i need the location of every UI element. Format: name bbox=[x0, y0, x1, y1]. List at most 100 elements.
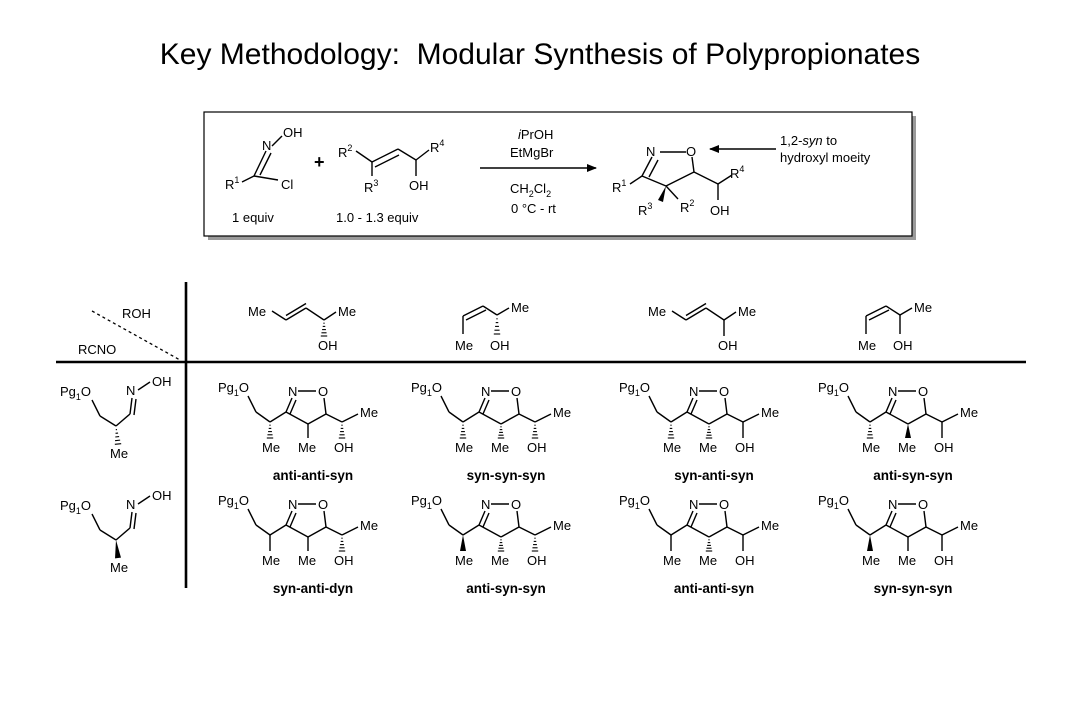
isoxazoline-product-structure: N O R1 R3 R2 R4 OH bbox=[612, 144, 744, 218]
product-me-1: Me bbox=[862, 440, 880, 455]
product-me-2: Me bbox=[298, 440, 316, 455]
product-me-2: Me bbox=[298, 553, 316, 568]
reagent-solvent: CH2Cl2 bbox=[510, 181, 551, 199]
label-r4: R4 bbox=[730, 164, 744, 181]
stereo-caption: syn-syn-syn bbox=[874, 581, 953, 596]
product-me-3: Me bbox=[360, 405, 378, 420]
wedge-bond bbox=[115, 540, 121, 559]
product-n: N bbox=[689, 497, 698, 512]
label-oh: OH bbox=[283, 125, 303, 140]
hashed-bond bbox=[497, 539, 505, 552]
product-pg-o: Pg1O bbox=[411, 380, 442, 398]
product-pg-o: Pg1O bbox=[619, 493, 650, 511]
product-me-1: Me bbox=[862, 553, 880, 568]
substrate-n: N bbox=[126, 497, 135, 512]
label-n: N bbox=[646, 144, 655, 159]
label-r4: R4 bbox=[430, 138, 444, 155]
product-oh: OH bbox=[735, 553, 755, 568]
hashed-bond bbox=[493, 318, 501, 335]
substrate-n: N bbox=[126, 383, 135, 398]
wedge-bond bbox=[460, 535, 466, 551]
substrate-me-right: Me bbox=[914, 300, 932, 315]
product-n: N bbox=[481, 497, 490, 512]
hashed-bond bbox=[531, 537, 539, 552]
hashed-bond bbox=[667, 424, 675, 439]
reagent-ipropanol: iPrOH bbox=[518, 127, 553, 142]
product-oh: OH bbox=[934, 553, 954, 568]
hashed-bond bbox=[459, 424, 467, 439]
product-ring-o: O bbox=[918, 497, 928, 512]
product-oh: OH bbox=[527, 553, 547, 568]
label-oh: OH bbox=[409, 178, 429, 193]
product-pg-o: Pg1O bbox=[619, 380, 650, 398]
hashed-bond bbox=[266, 424, 274, 439]
product-ring-o: O bbox=[719, 497, 729, 512]
product-me-1: Me bbox=[455, 440, 473, 455]
hashed-bond bbox=[531, 424, 539, 439]
substrate-oh: OH bbox=[718, 338, 738, 353]
product-n: N bbox=[689, 384, 698, 399]
product-me-3: Me bbox=[960, 405, 978, 420]
product-me-2: Me bbox=[491, 553, 509, 568]
wedge-bond bbox=[905, 424, 911, 438]
hashed-bond bbox=[705, 426, 713, 439]
equiv-range: 1.0 - 1.3 equiv bbox=[336, 210, 419, 225]
stereo-caption: anti-anti-syn bbox=[674, 581, 754, 596]
reagent-grignard: EtMgBr bbox=[510, 145, 554, 160]
product-me-1: Me bbox=[663, 553, 681, 568]
substrate-me-left: Me bbox=[455, 338, 473, 353]
substrate-oh: OH bbox=[152, 488, 172, 503]
substrate-me-right: Me bbox=[338, 304, 356, 319]
product-ring-o: O bbox=[511, 384, 521, 399]
stereo-caption: anti-syn-syn bbox=[466, 581, 546, 596]
substrate-oh: OH bbox=[318, 338, 338, 353]
product-ring-o: O bbox=[511, 497, 521, 512]
label-r2: R2 bbox=[680, 198, 694, 215]
product-oh: OH bbox=[527, 440, 547, 455]
product-me-1: Me bbox=[455, 553, 473, 568]
label-oh: OH bbox=[710, 203, 730, 218]
label-n: N bbox=[262, 138, 271, 153]
substrate-me-left: Me bbox=[858, 338, 876, 353]
substrate-oh: OH bbox=[893, 338, 913, 353]
label-r2: R2 bbox=[338, 143, 352, 160]
product-me-1: Me bbox=[262, 553, 280, 568]
product-n: N bbox=[288, 497, 297, 512]
product-pg-o: Pg1O bbox=[818, 493, 849, 511]
hydroximoyl-chloride-structure: N OH R1 Cl 1 equiv bbox=[225, 125, 303, 225]
product-ring-o: O bbox=[918, 384, 928, 399]
substrate-me: Me bbox=[110, 446, 128, 461]
product-me-1: Me bbox=[262, 440, 280, 455]
product-ring-o: O bbox=[719, 384, 729, 399]
header-rcno: RCNO bbox=[78, 342, 116, 357]
product-n: N bbox=[481, 384, 490, 399]
header-roh: ROH bbox=[122, 306, 151, 321]
substrate-pg-o: Pg1O bbox=[60, 498, 91, 516]
stereo-caption: syn-anti-dyn bbox=[273, 581, 353, 596]
product-me-3: Me bbox=[761, 518, 779, 533]
product-pg-o: Pg1O bbox=[218, 380, 249, 398]
hashed-bond bbox=[497, 426, 505, 439]
product-me-2: Me bbox=[898, 440, 916, 455]
label-o: O bbox=[686, 144, 696, 159]
product-ring-o: O bbox=[318, 384, 328, 399]
hashed-bond bbox=[338, 537, 346, 552]
product-me-2: Me bbox=[699, 553, 717, 568]
substrate-me: Me bbox=[110, 560, 128, 575]
label-r3: R3 bbox=[364, 178, 378, 195]
product-oh: OH bbox=[735, 440, 755, 455]
equiv-1: 1 equiv bbox=[232, 210, 274, 225]
